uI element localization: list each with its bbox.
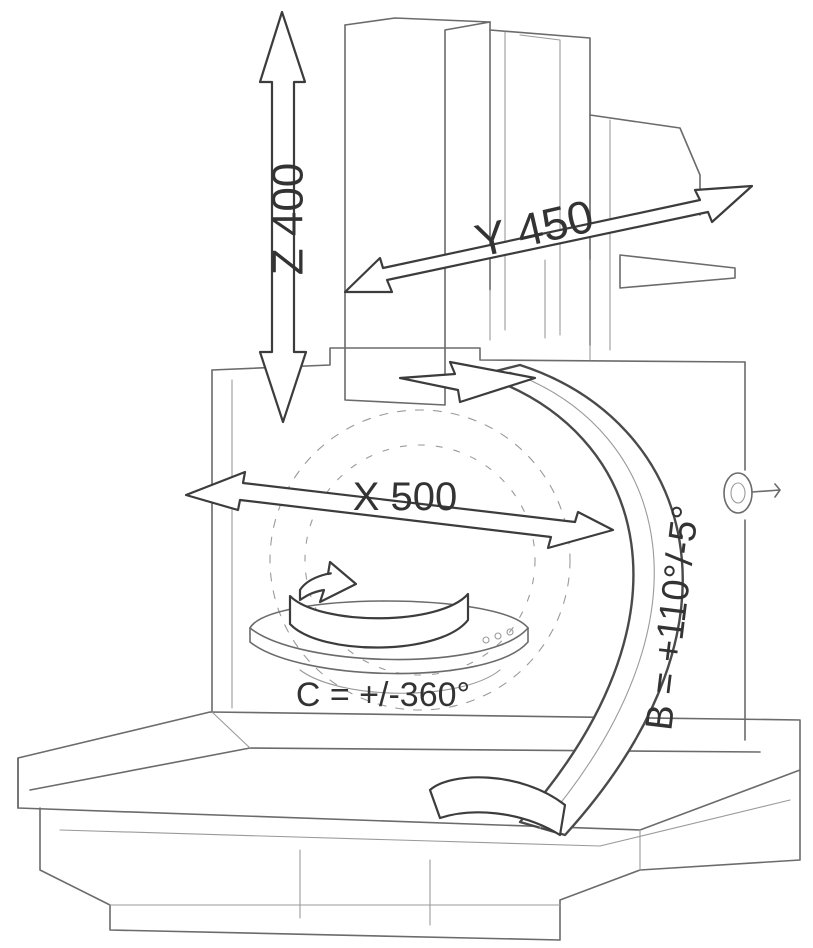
b-axis-top-arrow (398, 360, 537, 404)
c-axis-arrow (288, 592, 470, 649)
b-axis-band (478, 363, 684, 837)
machine-base (17, 711, 801, 941)
b-axis-bottom-arrow (428, 776, 567, 837)
c-axis-label: C = +/-360° (296, 676, 470, 714)
x-axis-label: X 500 (353, 475, 458, 519)
x-axis-arrow (184, 470, 615, 550)
y-axis-arrow (343, 184, 754, 294)
rotary-table (249, 600, 529, 694)
z-axis-arrow (258, 10, 308, 424)
z-axis-label: Z 400 (264, 163, 313, 276)
c-axis-arrowhead (298, 560, 358, 604)
machine-body (211, 347, 781, 749)
